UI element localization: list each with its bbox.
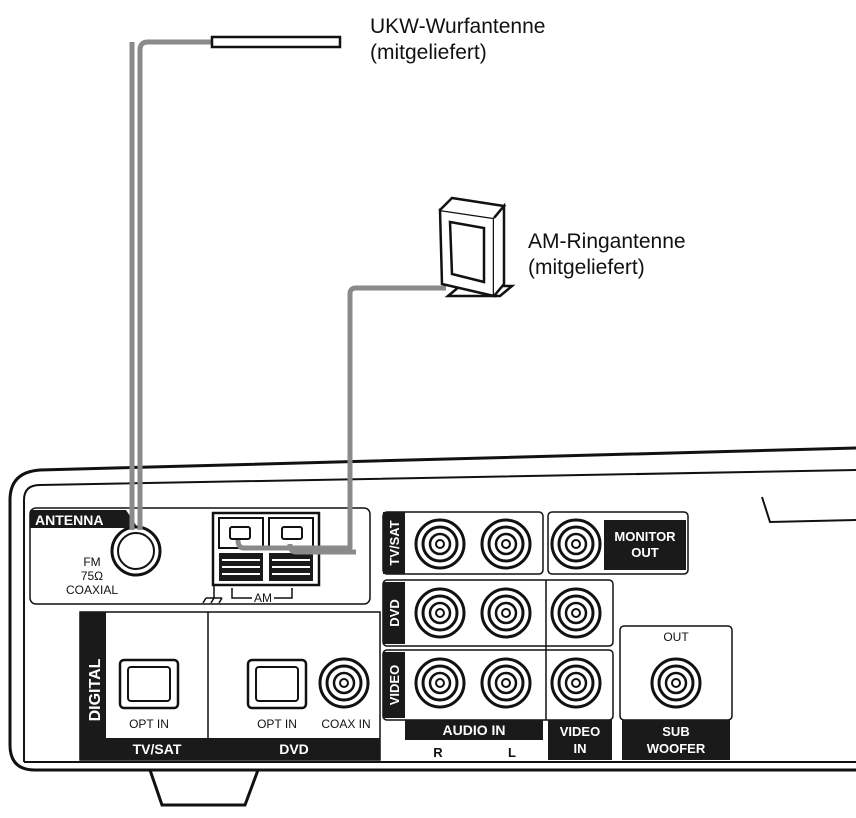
fm-antenna-wire	[137, 39, 212, 530]
video-row-label: VIDEO	[387, 665, 402, 705]
antenna-section: ANTENNA FM 75Ω COAXIAL	[29, 507, 371, 605]
cables	[129, 39, 446, 555]
antenna-title: ANTENNA	[35, 512, 103, 528]
fm-label: FM	[83, 555, 100, 569]
digital-tvsat-name: TV/SAT	[133, 741, 182, 757]
dvd-coax-in-label: COAX IN	[321, 717, 370, 731]
fm-antenna-callout: UKW-Wurfantenne (mitgeliefert)	[370, 14, 545, 66]
am-antenna-note: (mitgeliefert)	[528, 256, 645, 279]
ground-icon	[202, 586, 223, 604]
am-antenna-callout: AM-Ringantenne (mitgeliefert)	[528, 229, 686, 281]
digital-title: DIGITAL	[87, 658, 104, 721]
am-antenna-wire-2	[287, 543, 356, 555]
am-terminals[interactable]	[211, 511, 321, 587]
video-in-label-2: IN	[574, 741, 587, 756]
dvd-opt-in-label: OPT IN	[257, 717, 297, 731]
dvd-row-label: DVD	[387, 599, 402, 626]
tvsat-audio-l-jack[interactable]	[480, 518, 532, 570]
monitor-out-jack[interactable]	[550, 518, 602, 570]
rca-jacks	[318, 518, 702, 709]
coaxial-label: COAXIAL	[66, 583, 118, 597]
am-antenna-wire	[235, 285, 446, 551]
dvd-audio-r-jack[interactable]	[414, 587, 466, 639]
am-label: AM	[254, 591, 272, 605]
subwoofer-out-jack[interactable]	[650, 657, 702, 709]
dvd-optical-jack[interactable]	[246, 658, 308, 710]
subwoofer-label-1: SUB	[662, 724, 689, 739]
tvsat-optical-jack[interactable]	[118, 658, 180, 710]
row-labels: TV/SAT DVD VIDEO	[383, 512, 405, 718]
tvsat-opt-in-label: OPT IN	[129, 717, 169, 731]
subwoofer-out-label: OUT	[663, 630, 689, 644]
receiver-chassis	[8, 446, 856, 807]
am-loop-antenna	[438, 196, 516, 298]
fm-coaxial-jack[interactable]	[110, 525, 162, 577]
video-audio-l-jack[interactable]	[480, 657, 532, 709]
dvd-video-jack[interactable]	[550, 587, 602, 639]
digital-section: DIGITAL TV/SAT DVD OPT IN OPT IN COAX IN	[79, 611, 381, 761]
fm-wire-antenna	[210, 35, 342, 49]
monitor-out-label-2: OUT	[631, 545, 659, 560]
audio-r-label: R	[433, 745, 443, 760]
am-antenna-name: AM-Ringantenne	[528, 230, 686, 253]
audio-l-label: L	[508, 745, 516, 760]
video-video-jack[interactable]	[550, 657, 602, 709]
video-audio-r-jack[interactable]	[414, 657, 466, 709]
monitor-out-label-1: MONITOR	[614, 529, 676, 544]
video-in-label-1: VIDEO	[560, 724, 600, 739]
impedance-label: 75Ω	[81, 569, 103, 583]
dvd-audio-l-jack[interactable]	[480, 587, 532, 639]
fm-antenna-name: UKW-Wurfantenne	[370, 15, 546, 38]
subwoofer-label-2: WOOFER	[647, 741, 706, 756]
tvsat-row-label: TV/SAT	[387, 520, 402, 565]
audio-in-label: AUDIO IN	[443, 722, 506, 738]
dvd-coax-jack[interactable]	[318, 657, 370, 709]
fm-antenna-note: (mitgeliefert)	[370, 41, 487, 64]
tvsat-audio-r-jack[interactable]	[414, 518, 466, 570]
digital-dvd-name: DVD	[279, 741, 309, 757]
